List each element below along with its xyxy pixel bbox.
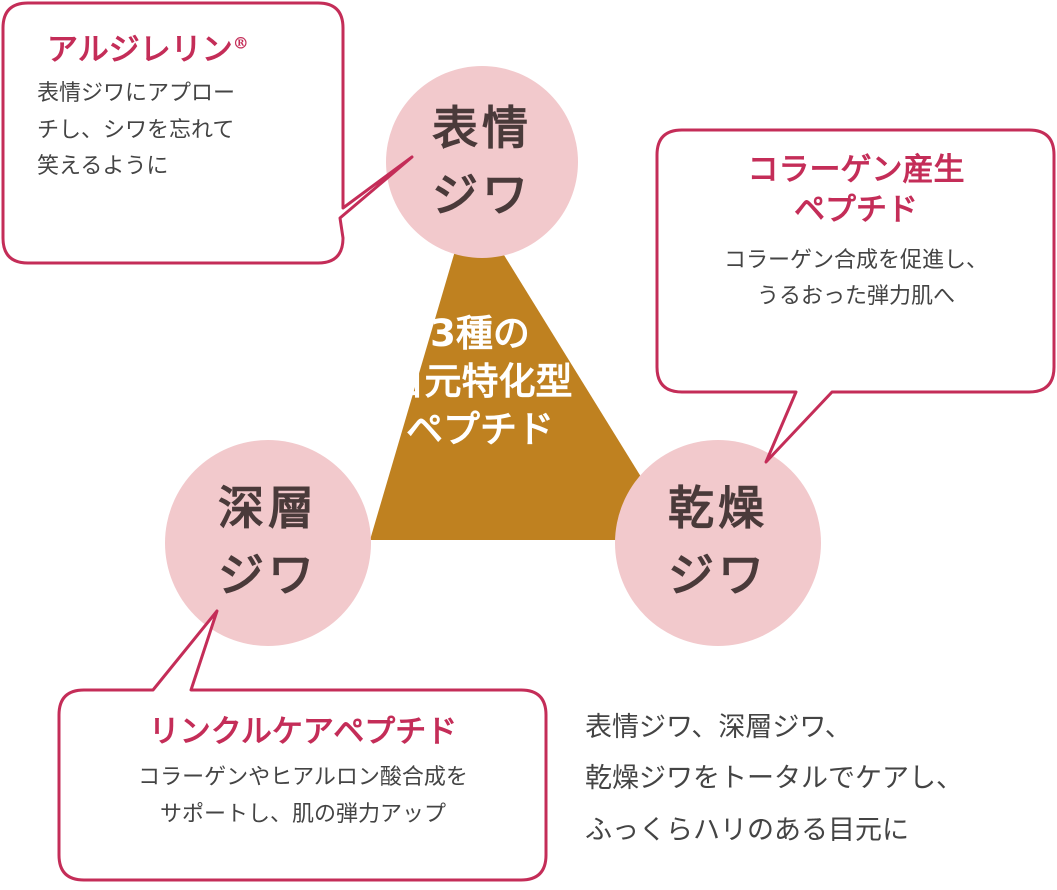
callout-argireline-body-1: 表情ジワにアプロー: [37, 81, 236, 107]
circle-left-line-1: 深層: [218, 481, 318, 535]
center-label: 3種の 目元特化型 ペプチド: [370, 310, 590, 454]
circle-right-label: 乾燥 ジワ: [636, 475, 800, 608]
circle-top-line-1: 表情: [432, 101, 532, 155]
circle-left-shape: [165, 440, 371, 646]
callout-argireline-border: [1, 1, 414, 265]
callout-argireline-body-3: 笑えるように: [37, 153, 169, 179]
circle-right-line-2: ジワ: [668, 547, 768, 602]
circle-right-line-1: 乾燥: [668, 481, 768, 535]
callout-collagen-body-2: うるおった弾力肌へ: [756, 283, 955, 309]
center-line-1: 3種の: [430, 312, 530, 355]
callout-wrinkle: リンクルケアペプチド コラーゲンやヒアルロン酸合成を サポートし、肌の弾力アップ: [62, 712, 544, 833]
callout-collagen-border: [655, 128, 1056, 464]
center-line-3: ペプチド: [406, 408, 554, 452]
callout-argireline-title: アルジレリン®: [37, 30, 327, 70]
circle-top-label: 表情 ジワ: [400, 95, 564, 228]
callout-wrinkle-border: [57, 609, 548, 882]
summary-line-1: 表情ジワ、深層ジワ、: [585, 712, 852, 743]
center-triangle: [370, 200, 680, 540]
circle-right-shape: [615, 440, 821, 646]
circle-top-shape: [386, 66, 578, 258]
callout-wrinkle-body: コラーゲンやヒアルロン酸合成を サポートし、肌の弾力アップ: [62, 760, 544, 833]
summary-text: 表情ジワ、深層ジワ、 乾燥ジワをトータルでケアし、 ふっくらハリのある目元に: [585, 702, 1055, 856]
callout-wrinkle-body-2: サポートし、肌の弾力アップ: [159, 801, 446, 827]
callout-collagen-title-2: ペプチド: [794, 192, 918, 229]
callout-collagen-body-1: コラーゲン合成を促進し、: [723, 247, 988, 273]
callout-argireline-body: 表情ジワにアプロー チし、シワを忘れて 笑えるように: [37, 76, 327, 185]
circle-left-line-2: ジワ: [218, 547, 318, 602]
registered-mark: ®: [232, 33, 249, 53]
callout-collagen-title: コラーゲン産生 ペプチド: [660, 150, 1052, 231]
callout-collagen-title-1: コラーゲン産生: [747, 152, 965, 188]
circle-left-label: 深層 ジワ: [186, 475, 350, 608]
summary-line-3: ふっくらハリのある目元に: [585, 814, 909, 846]
callout-wrinkle-body-1: コラーゲンやヒアルロン酸合成を: [138, 765, 468, 791]
center-line-2: 目元特化型: [387, 360, 573, 404]
callout-collagen: コラーゲン産生 ペプチド コラーゲン合成を促進し、 うるおった弾力肌へ: [660, 150, 1052, 315]
callout-argireline: アルジレリン® 表情ジワにアプロー チし、シワを忘れて 笑えるように: [37, 30, 327, 185]
summary-line-2: 乾燥ジワをトータルでケアし、: [585, 763, 963, 795]
callout-wrinkle-title: リンクルケアペプチド: [148, 714, 458, 750]
callout-argireline-title-text: アルジレリン: [47, 32, 233, 68]
callout-collagen-body: コラーゲン合成を促進し、 うるおった弾力肌へ: [660, 243, 1052, 316]
callout-argireline-body-2: チし、シワを忘れて: [37, 117, 235, 143]
circle-top-line-2: ジワ: [432, 167, 532, 222]
